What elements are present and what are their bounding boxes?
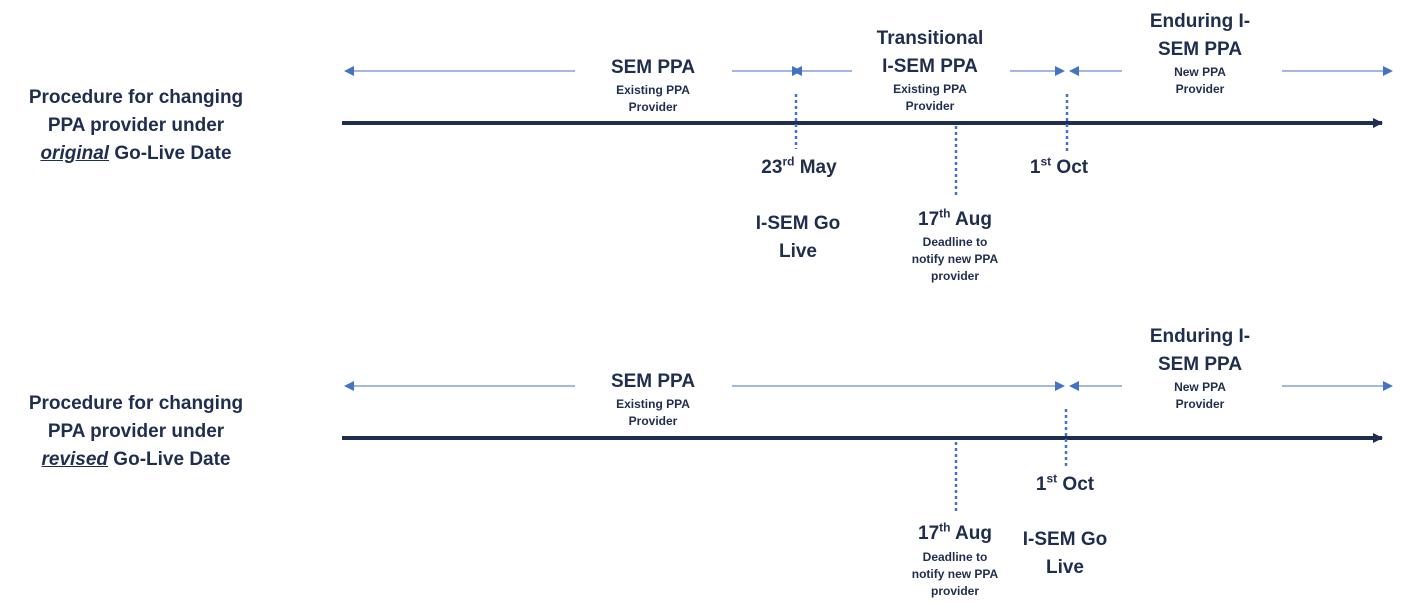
row-title-emphasis: revised — [41, 449, 109, 470]
date-label-aug-1: 17th Aug — [885, 206, 1025, 234]
period-sub-line1: Existing PPA — [616, 83, 690, 97]
date-day: 1 — [1029, 157, 1041, 178]
date-day: 1 — [1035, 474, 1047, 495]
go-live-line2: Live — [1045, 557, 1085, 578]
period-title: SEM PPA — [610, 57, 696, 78]
period-title: SEM PPA — [610, 371, 696, 392]
period-sub-line1: New PPA — [1174, 380, 1226, 394]
go-live-label-2: I-SEM Go Live — [1005, 526, 1125, 582]
period-title-line2: SEM PPA — [1157, 354, 1243, 375]
date-suffix: st — [1046, 471, 1058, 486]
date-month: Aug — [950, 209, 992, 230]
go-live-label-1: I-SEM Go Live — [738, 210, 858, 266]
date-suffix: th — [939, 520, 951, 535]
deadline-line2: notify new PPA — [911, 252, 999, 266]
date-month: Aug — [950, 523, 992, 544]
deadline-note-1: Deadline to notify new PPA provider — [885, 234, 1025, 285]
row-title-revised: Procedure for changing PPA provider unde… — [6, 390, 266, 474]
date-suffix: rd — [782, 154, 795, 169]
row-title-line3: revised Go-Live Date — [6, 446, 266, 474]
period-sub-line2: Provider — [1175, 397, 1225, 411]
date-suffix: th — [939, 206, 951, 221]
period-title-line2: I-SEM PPA — [882, 56, 978, 77]
deadline-note-2: Deadline to notify new PPA provider — [885, 549, 1025, 600]
date-label-aug-2: 17th Aug — [885, 520, 1025, 548]
row-title-line2: PPA provider under — [47, 115, 225, 136]
period-sub-line2: Provider — [905, 99, 955, 113]
row-title-rest: Go-Live Date — [108, 449, 231, 470]
period-enduring-2: Enduring I- SEM PPA New PPA Provider — [1120, 323, 1280, 413]
date-label-oct-1: 1st Oct — [989, 154, 1129, 182]
date-month: Oct — [1057, 474, 1095, 495]
period-title-line1: Enduring I- — [1149, 11, 1251, 32]
period-title-line1: Enduring I- — [1149, 326, 1251, 347]
deadline-line1: Deadline to — [922, 235, 988, 249]
date-label-may: 23rd May — [729, 154, 869, 182]
date-day: 23 — [761, 157, 783, 178]
date-label-oct-2: 1st Oct — [995, 471, 1135, 499]
deadline-line1: Deadline to — [922, 550, 988, 564]
go-live-line2: Live — [778, 241, 818, 262]
period-title-line2: SEM PPA — [1157, 39, 1243, 60]
period-sub-line1: Existing PPA — [616, 397, 690, 411]
period-transitional-1: Transitional I-SEM PPA Existing PPA Prov… — [850, 25, 1010, 115]
deadline-line3: provider — [930, 269, 979, 283]
period-sem-ppa-2: SEM PPA Existing PPA Provider — [573, 368, 733, 430]
go-live-line1: I-SEM Go — [1022, 529, 1108, 550]
period-sub-line2: Provider — [1175, 82, 1225, 96]
date-day: 17 — [918, 523, 940, 544]
period-sub-line2: Provider — [628, 414, 678, 428]
period-sub-line2: Provider — [628, 100, 678, 114]
date-suffix: st — [1040, 154, 1052, 169]
row-title-original: Procedure for changing PPA provider unde… — [6, 84, 266, 168]
period-enduring-1: Enduring I- SEM PPA New PPA Provider — [1120, 8, 1280, 98]
date-day: 17 — [918, 209, 940, 230]
go-live-line1: I-SEM Go — [755, 213, 841, 234]
row-title-line3: original Go-Live Date — [6, 140, 266, 168]
row-title-emphasis: original — [40, 143, 110, 164]
row-title-line2: PPA provider under — [47, 421, 225, 442]
row-title-rest: Go-Live Date — [109, 143, 232, 164]
period-sub-line1: Existing PPA — [893, 82, 967, 96]
deadline-line2: notify new PPA — [911, 567, 999, 581]
period-sem-ppa-1: SEM PPA Existing PPA Provider — [573, 54, 733, 116]
date-month: Oct — [1051, 157, 1089, 178]
period-title-line1: Transitional — [876, 28, 984, 49]
deadline-line3: provider — [930, 584, 979, 598]
period-sub-line1: New PPA — [1174, 65, 1226, 79]
date-month: May — [794, 157, 837, 178]
row-title-line1: Procedure for changing — [28, 87, 244, 108]
row-title-line1: Procedure for changing — [28, 393, 244, 414]
